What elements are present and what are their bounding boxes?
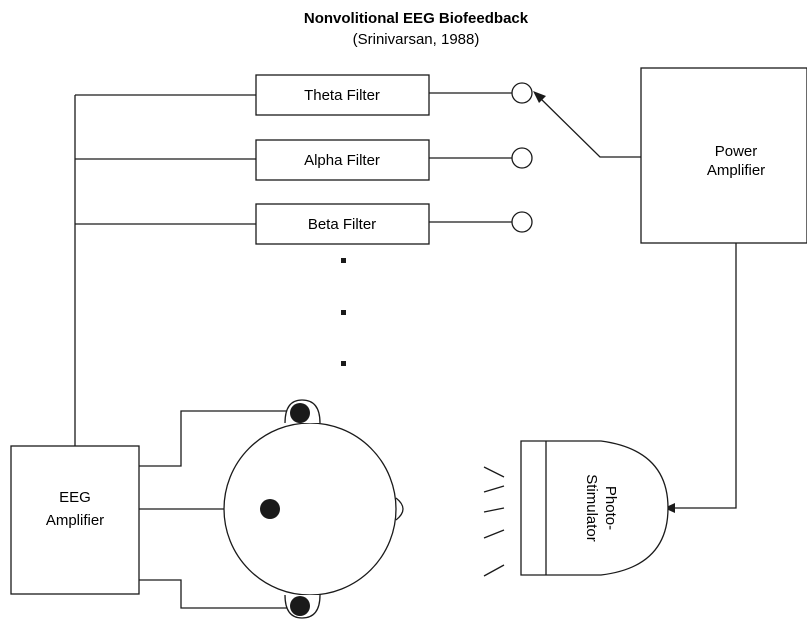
stimulator-arrowhead bbox=[664, 503, 675, 513]
beta-switch-terminal bbox=[511, 211, 533, 233]
eeg-amplifier-label-line1: EEG bbox=[59, 489, 91, 506]
power-amplifier-label-line2: Amplifier bbox=[707, 162, 765, 179]
switch-arrowhead bbox=[533, 91, 546, 103]
switch-arm bbox=[537, 95, 641, 158]
nose bbox=[395, 497, 404, 521]
theta-switch-terminal bbox=[511, 82, 533, 104]
light-rays bbox=[483, 466, 505, 577]
photo-stimulator-label-line1: Photo- bbox=[602, 486, 619, 530]
alpha-filter-label: Alpha Filter bbox=[304, 152, 380, 169]
diagram-title: Nonvolitional EEG Biofeedback bbox=[304, 10, 529, 27]
center-electrode bbox=[260, 499, 280, 519]
alpha-filter-block: Alpha Filter bbox=[255, 139, 430, 181]
ellipsis-dot-3 bbox=[341, 361, 346, 366]
eeg-amplifier-label-line2: Amplifier bbox=[46, 512, 104, 529]
head bbox=[223, 399, 404, 619]
power-amplifier-label-line1: Power bbox=[715, 143, 758, 160]
bottom-electrode-wire bbox=[139, 579, 290, 609]
eeg-amplifier-block: EEG Amplifier bbox=[10, 445, 140, 595]
photo-stimulator-label-line2: Stimulator bbox=[583, 474, 600, 542]
bottom-electrode bbox=[290, 596, 310, 616]
theta-filter-label: Theta Filter bbox=[304, 87, 380, 104]
top-electrode bbox=[290, 403, 310, 423]
top-electrode-wire bbox=[139, 410, 290, 467]
ellipsis-dot-2 bbox=[341, 310, 346, 315]
photo-stimulator-block: Photo- Stimulator bbox=[520, 440, 669, 576]
ellipsis-dot-1 bbox=[341, 258, 346, 263]
beta-filter-block: Beta Filter bbox=[255, 203, 430, 245]
theta-filter-block: Theta Filter bbox=[255, 74, 430, 116]
beta-filter-label: Beta Filter bbox=[308, 216, 376, 233]
alpha-switch-terminal bbox=[511, 147, 533, 169]
diagram-subtitle: (Srinivarsan, 1988) bbox=[353, 31, 480, 48]
power-to-stimulator-line bbox=[672, 243, 737, 509]
power-amplifier-block: Power Amplifier bbox=[640, 67, 807, 244]
